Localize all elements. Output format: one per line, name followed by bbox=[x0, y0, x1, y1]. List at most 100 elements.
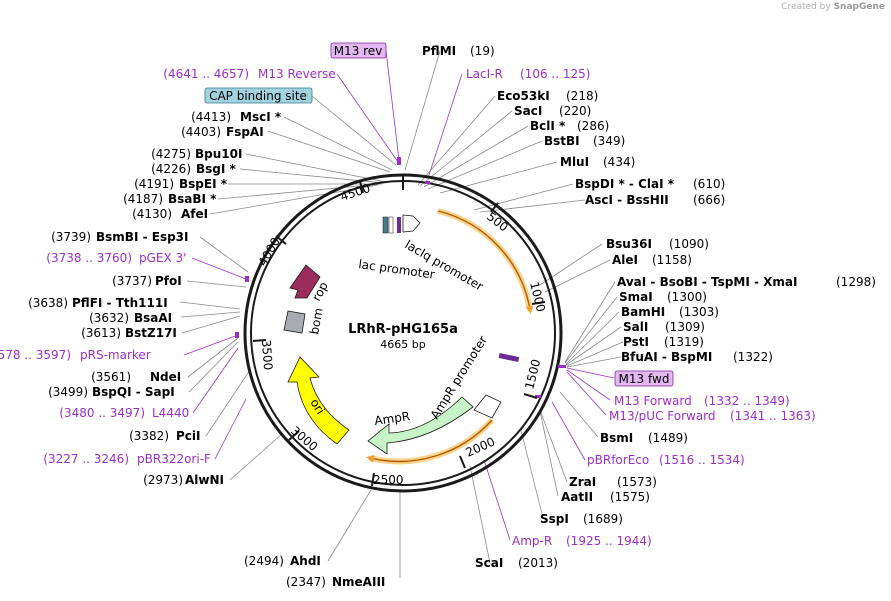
site-pflmi: PflMI bbox=[422, 44, 456, 58]
primer-l4440: L4440 bbox=[152, 406, 189, 420]
site-alei-pos: (1158) bbox=[652, 253, 692, 267]
site-sali: SalI bbox=[623, 320, 648, 334]
site-bspdi-clai: BspDI * - ClaI * bbox=[575, 177, 675, 191]
site-avai-group-pos: (1298) bbox=[836, 275, 876, 289]
tick-marks bbox=[252, 175, 546, 487]
tick-4500: 4500 bbox=[339, 181, 372, 204]
primer-m13-rev: M13 rev bbox=[334, 44, 383, 58]
plasmid-name: LRhR-pHG165a bbox=[348, 322, 458, 337]
cap-binding-site-box bbox=[204, 87, 313, 104]
site-mlui: MluI bbox=[560, 155, 589, 169]
cap-site-mark bbox=[382, 216, 389, 234]
site-bsgi-pos: (4226) bbox=[151, 162, 191, 176]
site-bstbi-pos: (349) bbox=[593, 134, 625, 148]
site-bamhi-pos: (1303) bbox=[679, 305, 719, 319]
site-bpu10i: Bpu10I bbox=[195, 147, 242, 161]
site-nmeaiii-pos: (2347) bbox=[286, 575, 326, 589]
site-bsu36i-pos: (1090) bbox=[669, 237, 709, 251]
site-pfoi: PfoI bbox=[155, 274, 182, 288]
site-psti: PstI bbox=[623, 335, 649, 349]
snapgene-logo: SnapGene bbox=[833, 2, 885, 12]
primer-prs-marker-pos: (3578 .. 3597) bbox=[0, 348, 71, 362]
site-pflfi-tth111i: PflFI - Tth111I bbox=[72, 296, 168, 310]
site-bsaai-pos: (3632) bbox=[89, 311, 129, 325]
primer-laci-r-pos: (106 .. 125) bbox=[520, 67, 590, 81]
feature-bom: bom bbox=[307, 307, 325, 336]
ampr-promoter-arrow bbox=[473, 394, 502, 419]
primer-pgex3-pos: (3738 .. 3760) bbox=[46, 251, 132, 265]
site-aatii-pos: (1575) bbox=[610, 490, 650, 504]
site-bpu10i-pos: (4275) bbox=[151, 147, 191, 161]
site-bfuai-bspmi: BfuAI - BspMI bbox=[621, 350, 712, 364]
plasmid-length: 4665 bp bbox=[380, 338, 425, 351]
site-asci-bsshii: AscI - BssHII bbox=[585, 193, 669, 207]
primer-prs-marker: pRS-marker bbox=[80, 348, 151, 362]
site-afei-pos: (4130) bbox=[132, 207, 172, 221]
site-bspdi-clai-pos: (610) bbox=[693, 177, 725, 191]
site-pflfi-pos: (3638) bbox=[28, 296, 68, 310]
site-bfuai-bspmi-pos: (1322) bbox=[733, 350, 773, 364]
site-alei: AleI bbox=[612, 253, 638, 267]
site-zrai: ZraI bbox=[569, 475, 596, 489]
primer-pbr322ori-pos: (3227 .. 3246) bbox=[43, 452, 129, 466]
site-bsabi-pos: (4187) bbox=[123, 192, 163, 206]
site-markers bbox=[235, 157, 566, 398]
site-fspai: FspAI bbox=[226, 125, 264, 139]
primer-m13-puc-forward: M13/pUC Forward bbox=[609, 409, 716, 423]
tick-4000: 4000 bbox=[255, 235, 282, 268]
tick-2500: 2500 bbox=[373, 473, 404, 487]
site-bspei: BspEI * bbox=[179, 177, 228, 191]
rop-arrow bbox=[289, 264, 321, 299]
site-bsmbi-esp3i-pos: (3739) bbox=[51, 230, 91, 244]
site-asci-bsshii-pos: (666) bbox=[693, 193, 725, 207]
site-ndei: NdeI bbox=[150, 370, 181, 384]
site-sspi-pos: (1689) bbox=[583, 512, 623, 526]
site-sali-pos: (1309) bbox=[665, 320, 705, 334]
primer-m13-forward: M13 Forward bbox=[614, 394, 692, 408]
ampr-arrow bbox=[367, 396, 474, 455]
leader-lines bbox=[179, 50, 624, 578]
ori-arrow bbox=[287, 356, 350, 445]
tick-1500: 1500 bbox=[522, 358, 543, 391]
lac-promoter-mark bbox=[388, 216, 394, 234]
primer-amp-r-pos: (1925 .. 1944) bbox=[566, 534, 652, 548]
primer-pbrforeco-pos: (1516 .. 1534) bbox=[659, 453, 745, 467]
m13-fwd-mark bbox=[498, 352, 520, 363]
lacIq-promoter-arrow bbox=[402, 214, 421, 233]
site-ahdi: AhdI bbox=[290, 554, 321, 568]
site-scai-pos: (2013) bbox=[518, 556, 558, 570]
site-bsmbi-esp3i: BsmBI - Esp3I bbox=[96, 230, 188, 244]
site-smai-pos: (1300) bbox=[667, 290, 707, 304]
primer-amp-r: Amp-R bbox=[512, 534, 552, 548]
site-pflmi-pos: (19) bbox=[470, 44, 495, 58]
primer-pbr322ori: pBR322ori-F bbox=[137, 452, 211, 466]
site-sspi: SspI bbox=[540, 512, 569, 526]
site-bsmi: BsmI bbox=[600, 431, 633, 445]
site-aatii: AatII bbox=[561, 490, 593, 504]
site-fspai-pos: (4403) bbox=[181, 125, 221, 139]
site-bsabi: BsaBI * bbox=[168, 192, 217, 206]
highlight-arc-1 bbox=[437, 208, 533, 311]
primer-m13-puc-forward-pos: (1341 .. 1363) bbox=[730, 409, 816, 423]
primer-pbrforeco: pBRforEco bbox=[587, 453, 649, 467]
site-bcli: BclI * bbox=[530, 119, 566, 133]
site-avai-group: AvaI - BsoBI - TspMI - XmaI bbox=[617, 275, 797, 289]
site-scai: ScaI bbox=[475, 556, 503, 570]
laci-arc bbox=[437, 210, 534, 314]
site-smai: SmaI bbox=[619, 290, 653, 304]
primer-m13-reverse: M13 Reverse bbox=[258, 67, 336, 81]
site-pcii: PciI bbox=[176, 429, 201, 443]
primer-m13-forward-pos: (1332 .. 1349) bbox=[704, 394, 790, 408]
site-afei: AfeI bbox=[181, 207, 208, 221]
site-pcii-pos: (3382) bbox=[129, 429, 169, 443]
site-bsgi: BsgI * bbox=[196, 162, 237, 176]
site-msci: MscI * bbox=[240, 110, 282, 124]
ampr-promoter-arc bbox=[366, 419, 493, 463]
snapgene-credit: Created by SnapGene bbox=[781, 2, 885, 12]
site-bstz17i: BstZ17I bbox=[125, 326, 177, 340]
site-saci: SacI bbox=[514, 104, 542, 118]
primer-m13-fwd: M13 fwd bbox=[619, 372, 670, 386]
site-bstz17i-pos: (3613) bbox=[81, 326, 121, 340]
site-bstbi: BstBI bbox=[544, 134, 580, 148]
primer-mark bbox=[397, 217, 401, 233]
